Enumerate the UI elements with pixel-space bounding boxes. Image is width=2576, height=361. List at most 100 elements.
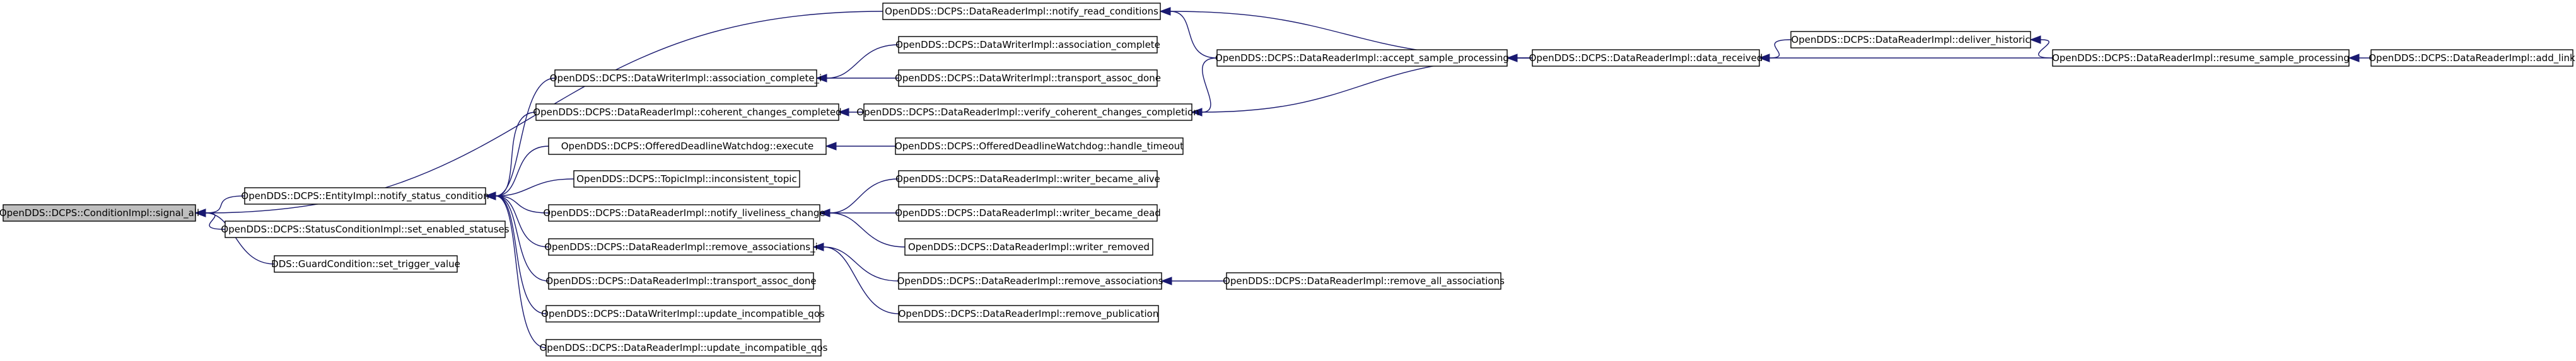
node-label: OpenDDS::DCPS::DataReaderImpl::data_rece… [1529,52,1763,64]
function-node[interactable]: OpenDDS::DCPS::DataReaderImpl::remove_al… [1223,272,1505,290]
node-label: DDS::GuardCondition::set_trigger_value [271,258,460,270]
call-edge [815,44,899,83]
function-node[interactable]: OpenDDS::DCPS::DataReaderImpl::remove_as… [544,238,818,256]
function-node[interactable]: OpenDDS::DCPS::DataReaderImpl::transport… [545,272,817,290]
node-label: OpenDDS::DCPS::TopicImpl::inconsistent_t… [576,173,796,185]
arrowhead [194,209,206,217]
node-box [898,69,1158,87]
function-node[interactable]: OpenDDS::DCPS::DataReaderImpl::notify_li… [543,204,825,222]
function-node[interactable]: OpenDDS::DCPS::DataReaderImpl::writer_be… [895,170,1160,188]
function-node[interactable]: OpenDDS::DCPS::DataReaderImpl::accept_sa… [1215,49,1509,67]
node-label: OpenDDS::DCPS::OfferedDeadlineWatchdog::… [895,140,1184,152]
node-box [1790,31,2031,49]
node-box [2370,49,2573,67]
function-node[interactable]: OpenDDS::DCPS::DataReaderImpl::remove_as… [897,272,1163,290]
node-label: OpenDDS::DCPS::DataReaderImpl::notify_li… [543,207,825,219]
call-edge [484,77,556,200]
call-edge [815,74,899,83]
call-edge [819,209,906,248]
function-node[interactable]: OpenDDS::DCPS::DataWriterImpl::associati… [895,36,1160,54]
function-node[interactable]: OpenDDS::DCPS::DataReaderImpl::notify_re… [882,3,1161,20]
node-box [898,272,1162,290]
arrowhead [812,243,824,251]
function-node[interactable]: OpenDDS::DCPS::DataReaderImpl::update_in… [540,339,828,357]
function-node[interactable]: OpenDDS::DCPS::StatusConditionImpl::set_… [221,221,510,238]
node-label: OpenDDS::DCPS::DataReaderImpl::resume_sa… [2052,52,2350,64]
arrowhead [1758,54,1770,62]
call-edge [812,243,899,314]
function-node[interactable]: OpenDDS::DCPS::DataReaderImpl::add_link [2369,49,2575,67]
node-label: OpenDDS::DCPS::DataWriterImpl::update_in… [541,308,825,320]
call-edge [484,192,549,248]
function-node[interactable]: OpenDDS::DCPS::DataReaderImpl::writer_be… [895,204,1161,222]
nodes-layer: OpenDDS::DCPS::ConditionImpl::signal_all… [0,3,2575,357]
arrowhead [1160,277,1172,285]
function-node[interactable]: OpenDDS::DCPS::TopicImpl::inconsistent_t… [573,170,800,188]
function-node[interactable]: OpenDDS::DCPS::DataReaderImpl::verify_co… [856,103,1199,121]
call-edge [812,243,899,282]
function-node[interactable]: OpenDDS::DCPS::DataWriterImpl::update_in… [541,305,825,323]
call-edge [484,146,549,200]
call-edge [1159,7,1218,59]
node-label: OpenDDS::DCPS::EntityImpl::notify_status… [241,190,489,202]
node-label: OpenDDS::DCPS::ConditionImpl::signal_all [0,207,199,219]
function-node[interactable]: OpenDDS::DCPS::DataReaderImpl::writer_re… [904,238,1153,256]
call-edge [1160,277,1227,285]
node-label: OpenDDS::DCPS::DataReaderImpl::verify_co… [856,106,1199,118]
node-box [3,204,196,222]
node-box [274,255,458,273]
arrowhead [837,108,849,117]
function-node[interactable]: OpenDDS::DCPS::OfferedDeadlineWatchdog::… [895,137,1184,155]
call-edge [819,178,899,217]
node-label: OpenDDS::DCPS::StatusConditionImpl::set_… [221,224,509,236]
arrowhead [2348,54,2360,62]
function-node[interactable]: OpenDDS::DCPS::EntityImpl::notify_status… [241,187,489,205]
node-label: OpenDDS::DCPS::DataReaderImpl::accept_sa… [1215,52,1509,64]
node-label: OpenDDS::DCPS::DataReaderImpl::remove_pu… [899,308,1159,320]
node-box [1216,49,1508,67]
function-node[interactable]: OpenDDS::DCPS::OfferedDeadlineWatchdog::… [548,137,827,155]
function-node[interactable]: OpenDDS::DCPS::DataWriterImpl::transport… [895,69,1161,87]
node-box [882,3,1161,20]
call-edge [484,192,547,348]
node-label: OpenDDS::DCPS::DataReaderImpl::writer_be… [895,207,1161,219]
call-edge [484,112,537,200]
function-node[interactable]: OpenDDS::DCPS::DataReaderImpl::coherent_… [533,103,842,121]
call-edge [837,108,864,117]
node-label: OpenDDS::DCPS::DataWriterImpl::associati… [895,39,1160,51]
node-box [224,221,506,238]
function-node[interactable]: OpenDDS::DCPS::DataReaderImpl::deliver_h… [1790,31,2031,49]
function-node[interactable]: OpenDDS::DCPS::DataWriterImpl::associati… [550,69,822,87]
function-node[interactable]: OpenDDS::DCPS::DataReaderImpl::resume_sa… [2052,49,2350,67]
node-box [1226,272,1501,290]
node-label: OpenDDS::DCPS::DataWriterImpl::transport… [895,72,1161,84]
node-label: OpenDDS::DCPS::DataReaderImpl::coherent_… [533,106,841,118]
node-label: OpenDDS::DCPS::OfferedDeadlineWatchdog::… [561,140,814,152]
node-box [904,238,1153,256]
node-box [545,339,822,357]
arrowhead [2029,35,2041,44]
edges-layer [194,7,2371,348]
function-node[interactable]: OpenDDS::DCPS::DataReaderImpl::data_rece… [1529,49,1763,67]
node-label: OpenDDS::DCPS::DataWriterImpl::associati… [550,72,822,84]
call-edge [1758,54,2053,62]
node-box [244,187,486,205]
node-label: OpenDDS::DCPS::DataReaderImpl::notify_re… [885,6,1158,18]
node-label: OpenDDS::DCPS::DataReaderImpl::remove_as… [544,241,818,253]
node-box [895,137,1184,155]
call-edge [1191,57,1533,117]
function-node[interactable]: OpenDDS::DCPS::ConditionImpl::signal_all [0,204,199,222]
node-box [548,204,820,222]
arrowhead [1191,108,1203,117]
function-node[interactable]: OpenDDS::DCPS::DataReaderImpl::remove_pu… [898,305,1159,323]
node-label: OpenDDS::DCPS::DataReaderImpl::remove_as… [897,275,1163,287]
node-box [573,170,800,188]
arrowhead [1159,7,1171,16]
function-node[interactable]: DDS::GuardCondition::set_trigger_value [271,255,460,273]
node-box [898,204,1158,222]
arrowhead [825,142,837,151]
node-label: OpenDDS::DCPS::DataReaderImpl::add_link [2369,52,2575,64]
call-edge [2029,35,2053,59]
call-edge [484,192,547,314]
